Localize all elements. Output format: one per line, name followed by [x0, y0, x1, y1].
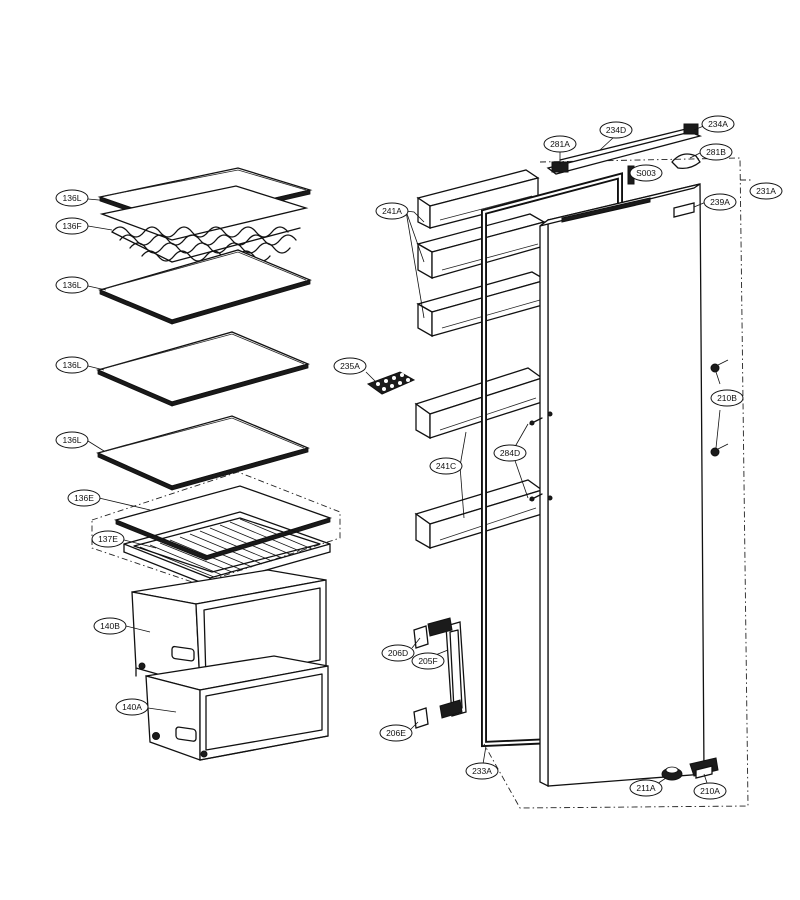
glass-shelf-136L-2 [98, 249, 312, 325]
glass-shelf-136L-3 [96, 331, 310, 407]
handle-205F [427, 617, 467, 719]
svg-text:241C: 241C [436, 461, 456, 471]
callout-140A: 140A [115, 698, 149, 716]
svg-text:140A: 140A [122, 702, 142, 712]
svg-text:137E: 137E [98, 534, 118, 544]
svg-text:234D: 234D [606, 125, 626, 135]
callout-137E: 137E [91, 530, 125, 548]
screws-284D [529, 417, 543, 502]
bottom-hinge-211A [661, 766, 683, 781]
callout-231A: 231A [749, 182, 783, 200]
svg-text:206E: 206E [386, 728, 406, 738]
door-stoppers-210B [710, 359, 729, 457]
callout-136E: 136E [67, 489, 101, 507]
svg-text:210B: 210B [717, 393, 737, 403]
callout-234D: 234D [599, 121, 633, 139]
callout-206D: 206D [381, 644, 415, 662]
svg-text:235A: 235A [340, 361, 360, 371]
svg-text:284D: 284D [500, 448, 520, 458]
top-hinge-assembly [546, 123, 703, 185]
glass-shelf-136L-4 [96, 415, 310, 491]
door-bin-4 [414, 367, 544, 440]
door-bin-1 [416, 169, 540, 230]
door-bin-5 [414, 479, 544, 550]
svg-text:140B: 140B [100, 621, 120, 631]
callout-205F: 205F [411, 652, 445, 670]
callout-136L-2: 136L [55, 276, 89, 294]
crisper-drawer-140A [145, 655, 329, 761]
svg-text:241A: 241A [382, 206, 402, 216]
svg-text:205F: 205F [418, 656, 437, 666]
egg-tray-235A [366, 371, 416, 395]
svg-text:281B: 281B [706, 147, 726, 157]
callout-S003: S003 [629, 164, 663, 182]
svg-text:136F: 136F [62, 221, 81, 231]
callout-136L-3: 136L [55, 356, 89, 374]
callout-281B: 281B [699, 143, 733, 161]
svg-text:136L: 136L [63, 193, 82, 203]
callout-234A: 234A [701, 115, 735, 133]
bottom-hinge-210A [689, 757, 719, 779]
callout-284D: 284D [493, 444, 527, 462]
svg-text:281A: 281A [550, 139, 570, 149]
door-panel [539, 183, 705, 788]
badge-239A [673, 202, 695, 218]
crisper-cover-assembly [91, 471, 341, 612]
callout-211A: 211A [629, 779, 663, 797]
wine-rack-136F [99, 185, 309, 263]
callout-210A: 210A [693, 782, 727, 800]
svg-text:136L: 136L [63, 360, 82, 370]
callout-281A: 281A [543, 135, 577, 153]
callout-140B: 140B [93, 617, 127, 635]
callout-210B: 210B [710, 389, 744, 407]
callout-235A: 235A [333, 357, 367, 375]
svg-text:S003: S003 [636, 168, 656, 178]
svg-text:234A: 234A [708, 119, 728, 129]
svg-text:233A: 233A [472, 766, 492, 776]
svg-text:136L: 136L [63, 280, 82, 290]
handle-cap-206E [413, 707, 429, 729]
svg-text:136E: 136E [74, 493, 94, 503]
svg-text:239A: 239A [710, 197, 730, 207]
callout-136F: 136F [55, 217, 89, 235]
callout-241C: 241C [429, 457, 463, 475]
callout-136L-4: 136L [55, 431, 89, 449]
callout-241A: 241A [375, 202, 409, 220]
svg-text:231A: 231A [756, 186, 776, 196]
callout-239A: 239A [703, 193, 737, 211]
svg-text:211A: 211A [636, 783, 656, 793]
callout-233A: 233A [465, 762, 499, 780]
svg-text:210A: 210A [700, 786, 720, 796]
callout-136L-top: 136L [55, 189, 89, 207]
handle-cap-206D [413, 625, 429, 649]
callout-206E: 206E [379, 724, 413, 742]
svg-text:136L: 136L [63, 435, 82, 445]
svg-text:206D: 206D [388, 648, 408, 658]
